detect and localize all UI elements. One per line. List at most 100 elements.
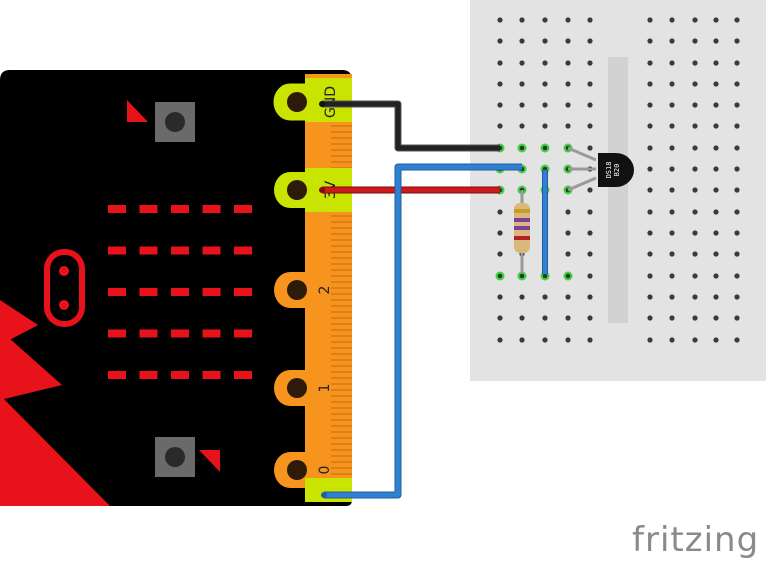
breadboard-hole[interactable] — [519, 38, 525, 44]
breadboard-hole[interactable] — [734, 38, 740, 44]
breadboard-hole[interactable] — [734, 81, 740, 87]
breadboard-hole[interactable] — [565, 337, 571, 343]
breadboard-hole[interactable] — [647, 123, 653, 129]
breadboard-hole[interactable] — [587, 230, 593, 236]
breadboard-hole[interactable] — [669, 123, 675, 129]
breadboard-hole[interactable] — [497, 337, 503, 343]
breadboard-hole[interactable] — [692, 230, 698, 236]
breadboard-hole[interactable] — [519, 123, 525, 129]
breadboard-hole[interactable] — [497, 251, 503, 257]
breadboard-hole[interactable] — [587, 294, 593, 300]
breadboard-hole[interactable] — [587, 17, 593, 23]
breadboard-hole[interactable] — [519, 81, 525, 87]
ds18b20-sensor[interactable]: DS18 B20 — [567, 146, 634, 192]
breadboard-hole[interactable] — [713, 251, 719, 257]
pin-0[interactable]: 0 — [274, 452, 333, 488]
breadboard-hole[interactable] — [647, 337, 653, 343]
breadboard-hole[interactable] — [669, 294, 675, 300]
pin-2[interactable]: 2 — [274, 272, 333, 308]
breadboard-hole[interactable] — [713, 294, 719, 300]
breadboard-hole[interactable] — [497, 102, 503, 108]
breadboard-hole[interactable] — [713, 60, 719, 66]
breadboard-hole[interactable] — [669, 209, 675, 215]
breadboard-hole[interactable] — [692, 123, 698, 129]
breadboard-hole[interactable] — [542, 273, 548, 279]
breadboard-hole[interactable] — [519, 102, 525, 108]
breadboard-hole[interactable] — [692, 38, 698, 44]
breadboard-hole[interactable] — [542, 60, 548, 66]
breadboard-hole[interactable] — [692, 337, 698, 343]
breadboard-hole[interactable] — [713, 17, 719, 23]
breadboard-hole[interactable] — [692, 81, 698, 87]
breadboard-hole[interactable] — [497, 315, 503, 321]
breadboard-hole[interactable] — [565, 273, 571, 279]
breadboard-hole[interactable] — [647, 294, 653, 300]
breadboard-hole[interactable] — [497, 17, 503, 23]
breadboard-hole[interactable] — [519, 294, 525, 300]
breadboard-hole[interactable] — [713, 187, 719, 193]
pin-gnd[interactable]: GND — [273, 83, 339, 121]
breadboard-hole[interactable] — [713, 273, 719, 279]
breadboard-hole[interactable] — [519, 273, 525, 279]
breadboard-hole[interactable] — [692, 145, 698, 151]
breadboard-hole[interactable] — [713, 145, 719, 151]
breadboard-hole[interactable] — [734, 123, 740, 129]
breadboard-hole[interactable] — [669, 81, 675, 87]
breadboard-hole[interactable] — [734, 337, 740, 343]
breadboard-hole[interactable] — [587, 251, 593, 257]
breadboard-hole[interactable] — [497, 60, 503, 66]
breadboard-hole[interactable] — [734, 209, 740, 215]
breadboard-hole[interactable] — [497, 123, 503, 129]
breadboard-hole[interactable] — [669, 230, 675, 236]
breadboard-hole[interactable] — [669, 145, 675, 151]
breadboard-hole[interactable] — [565, 251, 571, 257]
breadboard-hole[interactable] — [713, 337, 719, 343]
breadboard-hole[interactable] — [542, 315, 548, 321]
breadboard-hole[interactable] — [542, 17, 548, 23]
breadboard-hole[interactable] — [519, 145, 525, 151]
breadboard-hole[interactable] — [565, 209, 571, 215]
breadboard-hole[interactable] — [669, 273, 675, 279]
breadboard-hole[interactable] — [647, 60, 653, 66]
breadboard-hole[interactable] — [692, 187, 698, 193]
breadboard-hole[interactable] — [669, 38, 675, 44]
breadboard-hole[interactable] — [565, 102, 571, 108]
breadboard-hole[interactable] — [542, 123, 548, 129]
breadboard-hole[interactable] — [519, 60, 525, 66]
breadboard-hole[interactable] — [713, 38, 719, 44]
breadboard-hole[interactable] — [669, 187, 675, 193]
breadboard-hole[interactable] — [647, 81, 653, 87]
breadboard-hole[interactable] — [497, 209, 503, 215]
breadboard-hole[interactable] — [692, 166, 698, 172]
data-wire[interactable] — [324, 164, 522, 498]
breadboard-hole[interactable] — [519, 315, 525, 321]
breadboard-hole[interactable] — [734, 294, 740, 300]
breadboard-hole[interactable] — [542, 102, 548, 108]
breadboard-hole[interactable] — [565, 123, 571, 129]
breadboard-hole[interactable] — [647, 315, 653, 321]
breadboard-hole[interactable] — [565, 315, 571, 321]
breadboard-hole[interactable] — [734, 166, 740, 172]
breadboard-hole[interactable] — [647, 251, 653, 257]
breadboard-hole[interactable] — [542, 38, 548, 44]
breadboard-hole[interactable] — [713, 166, 719, 172]
breadboard-hole[interactable] — [647, 17, 653, 23]
breadboard-hole[interactable] — [692, 251, 698, 257]
breadboard-hole[interactable] — [587, 38, 593, 44]
breadboard-hole[interactable] — [647, 273, 653, 279]
breadboard-hole[interactable] — [734, 230, 740, 236]
breadboard-hole[interactable] — [647, 166, 653, 172]
breadboard-hole[interactable] — [692, 273, 698, 279]
breadboard-hole[interactable] — [669, 251, 675, 257]
breadboard-hole[interactable] — [669, 337, 675, 343]
breadboard-hole[interactable] — [669, 315, 675, 321]
breadboard-hole[interactable] — [519, 337, 525, 343]
breadboard-hole[interactable] — [713, 102, 719, 108]
breadboard-hole[interactable] — [734, 187, 740, 193]
breadboard-hole[interactable] — [542, 337, 548, 343]
pin-1[interactable]: 1 — [274, 370, 333, 406]
breadboard-hole[interactable] — [587, 337, 593, 343]
breadboard-hole[interactable] — [713, 209, 719, 215]
breadboard-hole[interactable] — [713, 315, 719, 321]
breadboard-hole[interactable] — [587, 102, 593, 108]
